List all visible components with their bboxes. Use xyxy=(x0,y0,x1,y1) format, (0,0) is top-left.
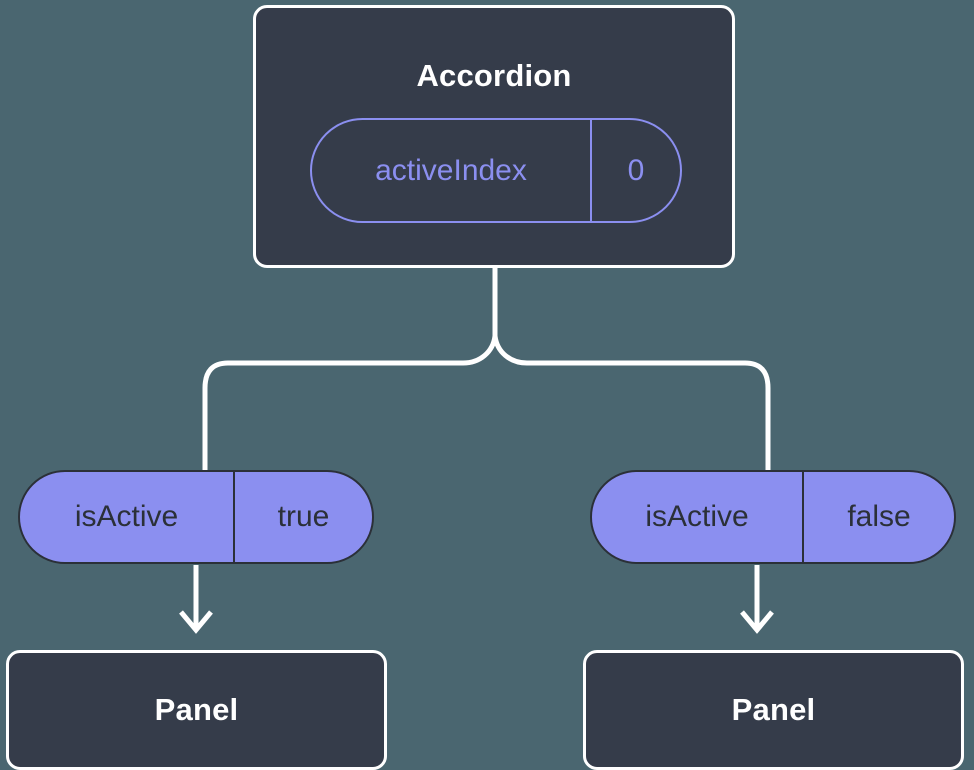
prop-pill-is-active-true[interactable]: isActive true xyxy=(18,470,374,564)
prop-pill-key-cell: isActive xyxy=(592,472,804,562)
prop-pill-value-cell: false xyxy=(804,472,954,562)
prop-pill-key-cell: isActive xyxy=(20,472,235,562)
node-panel-left[interactable]: Panel xyxy=(6,650,387,770)
prop-pill-value-label: 0 xyxy=(627,153,645,187)
prop-pill-key-label: activeIndex xyxy=(375,153,527,187)
prop-pill-key-label: isActive xyxy=(74,500,179,533)
prop-pill-value-cell: 0 xyxy=(592,120,680,221)
prop-pill-value-label: true xyxy=(277,500,330,533)
node-panel-right-title: Panel xyxy=(731,692,816,727)
node-panel-right[interactable]: Panel xyxy=(583,650,964,770)
prop-pill-key-label: isActive xyxy=(645,500,749,533)
prop-pill-value-label: false xyxy=(847,500,911,533)
node-panel-left-title: Panel xyxy=(154,692,239,727)
prop-pill-key-cell: activeIndex xyxy=(312,120,592,221)
prop-pill-is-active-false[interactable]: isActive false xyxy=(590,470,956,564)
prop-pill-active-index[interactable]: activeIndex 0 xyxy=(310,118,682,223)
node-accordion-title: Accordion xyxy=(416,58,572,93)
prop-pill-value-cell: true xyxy=(235,472,372,562)
